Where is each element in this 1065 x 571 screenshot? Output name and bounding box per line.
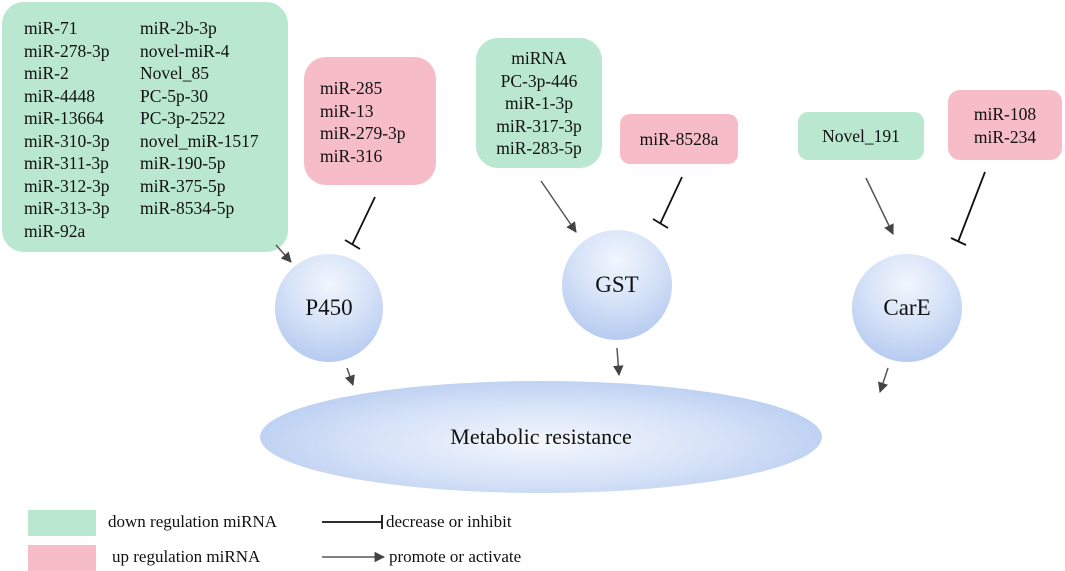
p450-node: P450	[275, 254, 383, 362]
mirna-label: miR-108	[973, 104, 1037, 124]
care-node-label: CarE	[883, 295, 931, 320]
mirna-label: miR-2b-3p	[140, 18, 217, 38]
legend-inhibit-symbol	[322, 515, 383, 529]
gst-up-regulation-box	[620, 114, 738, 164]
mirna-label: miR-13	[320, 100, 374, 121]
legend-down-label: down regulation miRNA	[108, 512, 278, 531]
inhibit-line-care	[950, 171, 986, 246]
p450-up-regulation-box	[304, 57, 436, 185]
mirna-label: miR-310-3p	[24, 130, 110, 151]
mirna-label: miR-2	[24, 63, 69, 83]
mirna-label: miR-8534-5p	[140, 198, 235, 218]
mirna-label: miRNA	[511, 48, 567, 68]
care-up-regulation-box	[948, 90, 1062, 160]
legend-up-swatch	[28, 545, 96, 571]
mirna-label: miR-1-3p	[504, 93, 574, 113]
legend-promote-label: promote or activate	[389, 547, 522, 566]
p450-down-regulation-box	[2, 2, 288, 252]
care-down-regulation-box	[798, 112, 924, 160]
mirna-label: miR-316	[320, 145, 383, 166]
legend-inhibit-label: decrease or inhibit	[386, 512, 512, 531]
inhibit-line-p450	[344, 196, 376, 250]
mirna-label: miR-278-3p	[24, 40, 110, 61]
mirna-label: miR-317-3p	[496, 115, 582, 136]
gst-down-regulation-box	[476, 38, 602, 168]
mirna-label: Novel_85	[140, 63, 210, 83]
metabolic-resistance-label: Metabolic resistance	[450, 424, 632, 449]
legend-down-swatch	[28, 510, 96, 536]
mirna-label: miR-312-3p	[24, 175, 110, 196]
mirna-label: miR-313-3p	[24, 198, 110, 218]
care-up-list: miR-108 miR-234	[948, 103, 1062, 148]
promote-arrow-care	[865, 177, 894, 235]
mirna-label: novel_miR-1517	[140, 130, 259, 151]
promote-arrow-care-resistance	[878, 367, 889, 393]
p450-down-list-col2: miR-2b-3p novel-miR-4 Novel_85 PC-5p-30 …	[140, 17, 259, 220]
mirna-label: miR-285	[320, 78, 383, 98]
gst-up-list: miR-8528a	[620, 128, 738, 151]
mirna-label: PC-3p-2522	[140, 108, 226, 128]
mirna-label: miR-375-5p	[140, 175, 226, 196]
mirna-label: PC-5p-30	[140, 85, 209, 106]
gst-node-label: GST	[595, 272, 639, 297]
mirna-label: miR-92a	[24, 220, 86, 241]
mirna-label: miR-13664	[24, 108, 104, 128]
metabolic-resistance-ellipse: Metabolic resistance	[260, 381, 822, 493]
mirna-label: miR-279-3p	[320, 123, 406, 143]
mirna-label: miR-190-5p	[140, 153, 226, 173]
gst-node: GST	[562, 230, 672, 340]
p450-up-list: miR-285 miR-13 miR-279-3p miR-316	[320, 77, 406, 167]
mirna-label: PC-3p-446	[500, 70, 578, 91]
mirna-label: miR-311-3p	[24, 153, 109, 173]
promote-arrow-gst	[540, 180, 577, 233]
inhibit-line-gst	[652, 176, 683, 229]
promote-arrow-gst-resistance	[613, 347, 624, 377]
mirna-label: miR-283-5p	[496, 138, 582, 158]
mirna-label: miR-8528a	[639, 129, 719, 149]
mirna-label: novel-miR-4	[140, 40, 230, 61]
p450-node-label: P450	[305, 295, 353, 320]
mirna-label: miR-4448	[24, 85, 95, 106]
care-node: CarE	[852, 254, 962, 362]
p450-down-list-col1: miR-71 miR-278-3p miR-2 miR-4448 miR-136…	[24, 17, 110, 242]
gst-down-list: miRNA PC-3p-446 miR-1-3p miR-317-3p miR-…	[476, 47, 602, 160]
promote-arrow-p450-resistance	[344, 367, 355, 386]
care-down-list: Novel_191	[798, 125, 924, 148]
mirna-label: miR-234	[973, 126, 1037, 147]
legend-up-label: up regulation miRNA	[112, 547, 261, 566]
mirna-label: Novel_191	[822, 126, 900, 146]
promote-arrow-p450	[275, 244, 292, 263]
mirna-label: miR-71	[24, 18, 78, 38]
